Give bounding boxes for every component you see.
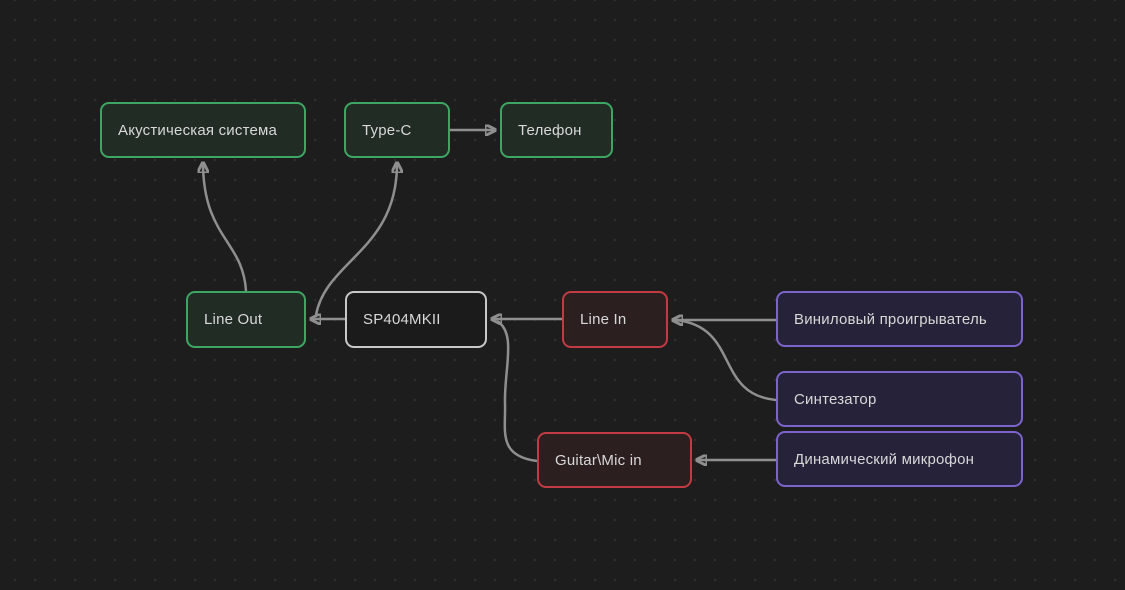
node-phone-label: Телефон — [518, 121, 582, 139]
node-guitar-mic-in-label: Guitar\Mic in — [555, 451, 642, 469]
node-dynamic-mic-label: Динамический микрофон — [794, 450, 975, 468]
node-line-in[interactable]: Line In — [562, 291, 668, 348]
node-vinyl-player-label: Виниловый проигрыватель — [794, 310, 987, 328]
node-type-c-label: Type-C — [362, 121, 412, 139]
node-synthesizer[interactable]: Синтезатор — [776, 371, 1023, 427]
edge-synth-to-linein[interactable] — [675, 318, 777, 402]
node-type-c[interactable]: Type-C — [344, 102, 450, 158]
node-sp404mkii[interactable]: SP404MKII — [345, 291, 487, 348]
node-guitar-mic-in[interactable]: Guitar\Mic in — [537, 432, 692, 488]
edge-lineout-to-acoustic[interactable] — [203, 162, 248, 292]
edge-sp404-to-typec[interactable] — [314, 162, 397, 316]
node-synthesizer-label: Синтезатор — [794, 390, 877, 408]
edge-guitar-to-sp404[interactable] — [496, 319, 538, 463]
node-line-out[interactable]: Line Out — [186, 291, 306, 348]
node-phone[interactable]: Телефон — [500, 102, 613, 158]
node-line-in-label: Line In — [580, 311, 627, 328]
node-line-out-label: Line Out — [204, 311, 263, 328]
node-sp404mkii-label: SP404MKII — [363, 311, 441, 328]
node-vinyl-player[interactable]: Виниловый проигрыватель — [776, 291, 1023, 347]
node-acoustic-system[interactable]: Акустическая система — [100, 102, 306, 158]
node-dynamic-mic[interactable]: Динамический микрофон — [776, 431, 1023, 487]
node-acoustic-system-label: Акустическая система — [118, 121, 278, 139]
